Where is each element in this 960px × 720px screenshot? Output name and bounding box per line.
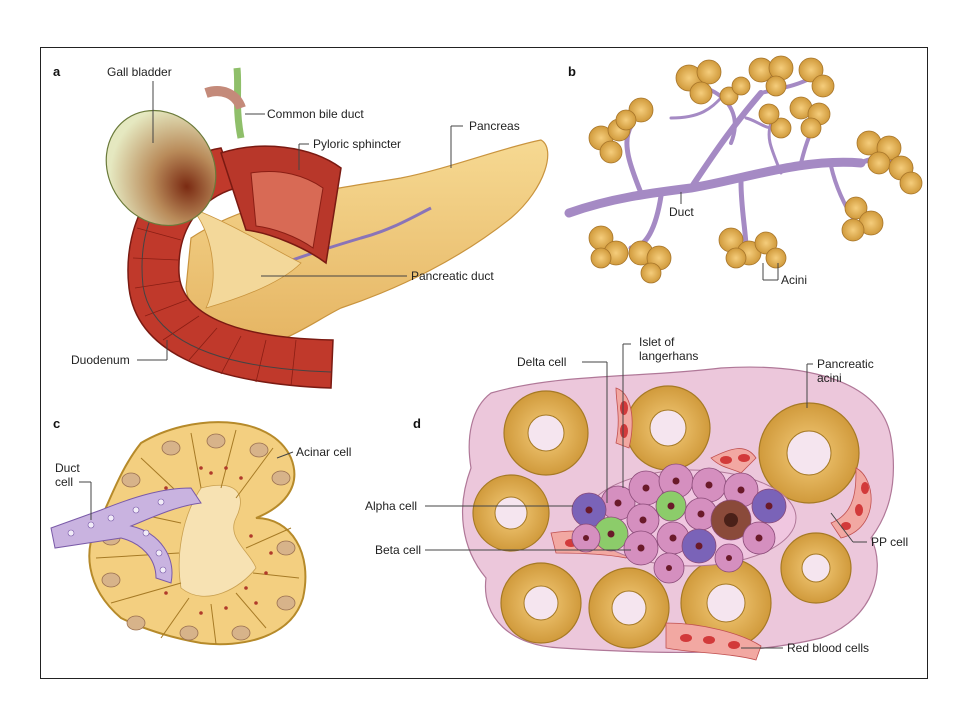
figure-frame: a Gall bladder <box>40 47 928 679</box>
label-beta-cell: Beta cell <box>375 543 421 557</box>
panel-d-letter: d <box>413 416 421 431</box>
acini-rings <box>472 385 860 649</box>
label-islet-line2: langerhans <box>639 349 698 363</box>
gall-bladder-shape <box>105 109 217 227</box>
label-pp-cell: PP cell <box>871 535 908 549</box>
label-pancreatic-acini-line1: Pancreatic <box>817 357 874 371</box>
label-alpha-cell: Alpha cell <box>365 499 417 513</box>
label-acinar-cell: Acinar cell <box>296 445 351 459</box>
label-gall-bladder: Gall bladder <box>107 65 172 79</box>
panel-d: d <box>365 335 908 661</box>
panel-a-letter: a <box>53 64 61 79</box>
panel-c-letter: c <box>53 416 60 431</box>
label-duct-cell-line2: cell <box>55 475 73 489</box>
label-duodenum: Duodenum <box>71 353 130 367</box>
panel-a: a Gall bladder <box>53 64 549 389</box>
panel-b: b <box>564 55 923 287</box>
pancreas-illustration: a Gall bladder <box>50 55 923 661</box>
islet-of-langerhans <box>571 463 797 584</box>
label-islet-line1: Islet of <box>639 335 675 349</box>
duct-cells-shape <box>50 487 202 584</box>
label-red-blood-cells: Red blood cells <box>787 641 869 655</box>
label-duct-cell-line1: Duct <box>55 461 80 475</box>
label-pyloric-sphincter: Pyloric sphincter <box>313 137 401 151</box>
acini-clusters <box>588 55 923 284</box>
label-acini: Acini <box>781 273 807 287</box>
label-pancreas: Pancreas <box>469 119 520 133</box>
label-pancreatic-acini-line2: acini <box>817 371 842 385</box>
panel-b-letter: b <box>568 64 576 79</box>
label-delta-cell: Delta cell <box>517 355 566 369</box>
label-pancreatic-duct: Pancreatic duct <box>411 269 494 283</box>
panel-c: c <box>50 416 351 646</box>
label-duct: Duct <box>669 205 694 219</box>
label-common-bile-duct: Common bile duct <box>267 107 364 121</box>
